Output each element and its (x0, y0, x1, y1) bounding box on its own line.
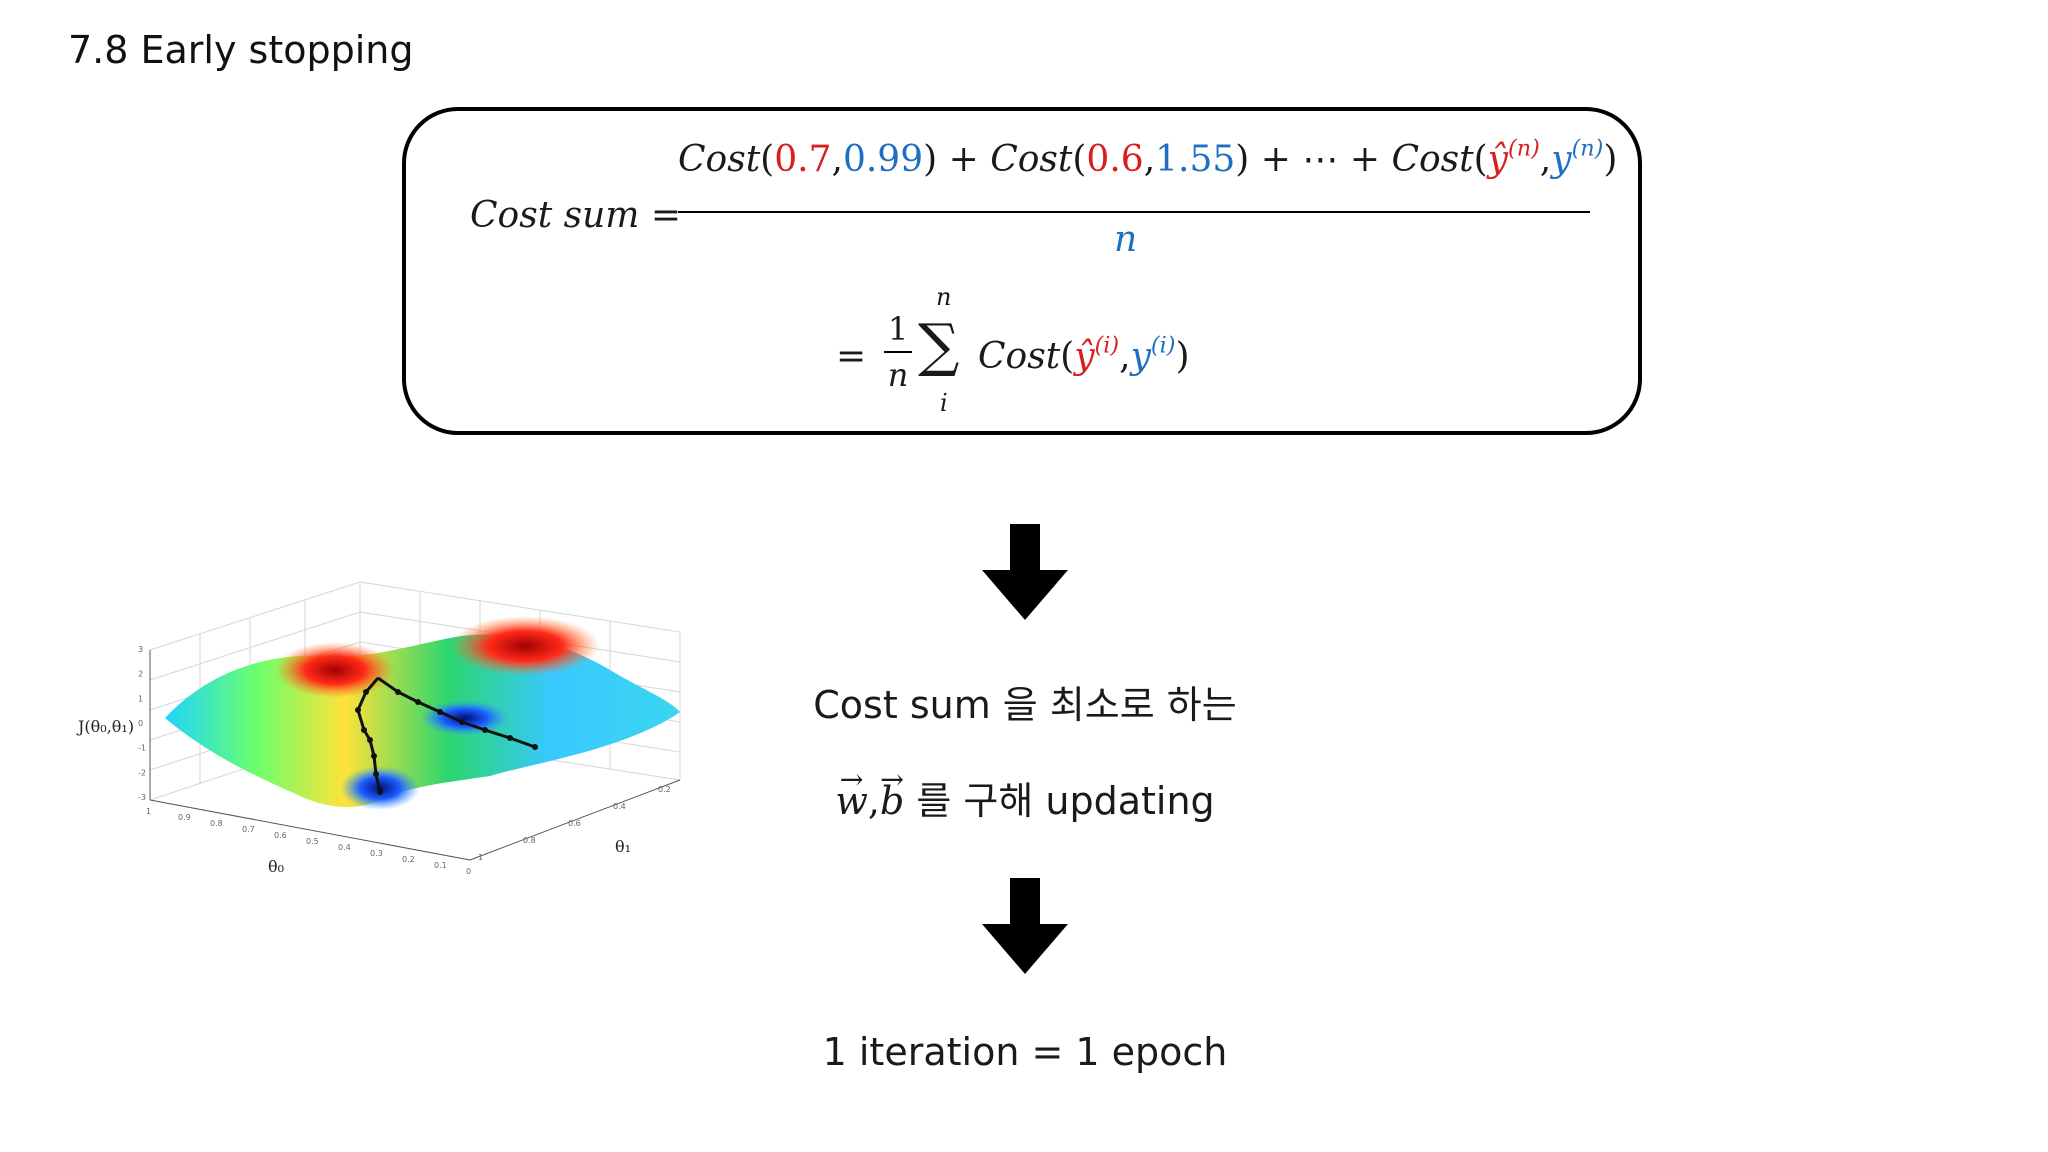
surface-peak-right (450, 616, 600, 676)
z-tick-label: 2 (138, 670, 143, 679)
iteration-epoch-note: 1 iteration = 1 epoch (700, 1030, 1350, 1074)
pair2-prediction: 0.6 (1086, 139, 1143, 180)
z-axis-ticks: 3 2 1 0 -1 -2 -3 (138, 645, 146, 802)
surface-peak-left (275, 642, 395, 698)
sigma-symbol: ∑ (918, 311, 959, 379)
down-arrow-icon (980, 524, 1070, 620)
formula-summation: = 1 n n ∑ i Cost(ŷ(i),y(i)) (836, 291, 1256, 421)
surface-valley-mid (420, 700, 510, 736)
x-axis-ticks: 1 0.9 0.8 0.7 0.6 0.5 0.4 0.3 0.2 0.1 0 (146, 807, 471, 876)
y-axis-label: θ₁ (615, 837, 631, 856)
formula-lhs: Cost sum = (470, 195, 681, 236)
x-tick-label: 0.7 (242, 825, 255, 834)
z-tick-label: 1 (138, 694, 143, 703)
one-over-n: 1 n (884, 309, 912, 395)
step-description-minimize: Cost sum 을 최소로 하는 (700, 674, 1350, 729)
bias-vector: b (880, 779, 904, 823)
z-tick-label: 0 (138, 719, 143, 728)
sum-term: Cost(ŷ(i),y(i)) (978, 336, 1190, 377)
formula-box: Cost sum = Cost(0.7,0.99) + Cost(0.6,1.5… (402, 107, 1642, 435)
formula-numerator: Cost(0.7,0.99) + Cost(0.6,1.55) + ⋯ + Co… (678, 139, 1617, 180)
pair2-target: 1.55 (1155, 139, 1235, 180)
y-tick-label: 0.4 (613, 802, 626, 811)
sum-upper-limit: n (936, 283, 951, 311)
down-arrow-icon (980, 878, 1070, 974)
x-tick-label: 0.3 (370, 849, 383, 858)
sum-lower-limit: i (940, 389, 948, 417)
x-tick-label: 0.2 (402, 855, 415, 864)
x-tick-label: 0.9 (178, 813, 191, 822)
last-target: y (1551, 139, 1571, 180)
z-axis-label: J(θ₀,θ₁) (76, 717, 134, 736)
y-axis-ticks: 0.2 0.4 0.6 0.8 1 (478, 785, 671, 862)
fraction-bar (678, 211, 1590, 213)
x-tick-label: 0.5 (306, 837, 319, 846)
slide-title: 7.8 Early stopping (68, 28, 414, 72)
weight-vector: w (835, 779, 868, 823)
x-tick-label: 0.1 (434, 861, 447, 870)
step-description-update: w,b 를 구해 updating (700, 770, 1350, 825)
x-tick-label: 0.6 (274, 831, 287, 840)
z-tick-label: 3 (138, 645, 143, 654)
y-tick-label: 0.8 (523, 836, 536, 845)
z-tick-label: -3 (138, 793, 146, 802)
last-prediction: ŷ (1488, 139, 1508, 180)
z-tick-label: -1 (138, 744, 146, 753)
y-tick-label: 1 (478, 853, 483, 862)
pair1-target: 0.99 (843, 139, 923, 180)
pair1-prediction: 0.7 (774, 139, 831, 180)
x-tick-label: 0 (466, 867, 471, 876)
x-axis-label: θ₀ (268, 857, 284, 876)
x-tick-label: 0.4 (338, 843, 351, 852)
z-tick-label: -2 (138, 768, 146, 777)
x-tick-label: 1 (146, 807, 151, 816)
y-tick-label: 0.6 (568, 819, 581, 828)
y-tick-label: 0.2 (658, 785, 671, 794)
formula-denominator: n (1114, 219, 1137, 260)
x-tick-label: 0.8 (210, 819, 223, 828)
